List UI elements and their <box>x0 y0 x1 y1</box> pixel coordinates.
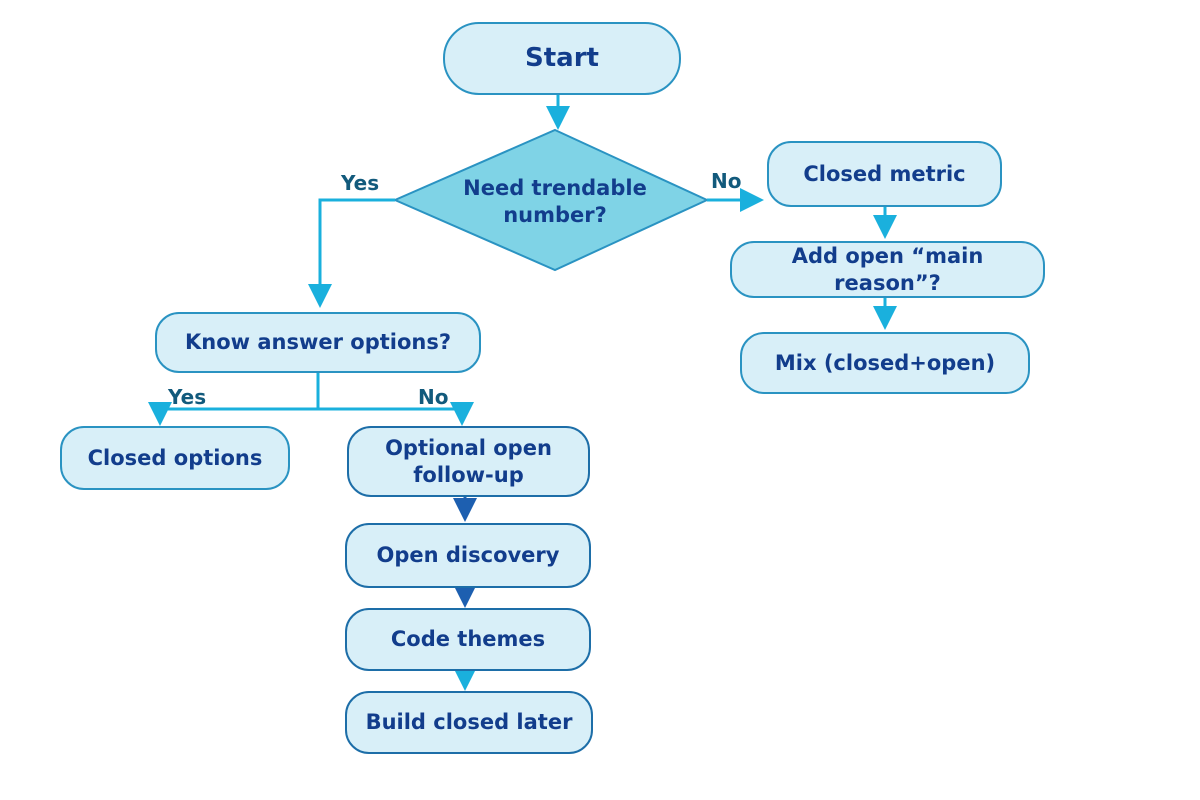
decision-trendable-label: Need trendable number? <box>463 176 647 227</box>
mix-node: Mix (closed+open) <box>740 332 1030 394</box>
closed-metric-node: Closed metric <box>767 141 1002 207</box>
arrow-options-yes <box>148 402 318 426</box>
build-closed-later-node: Build closed later <box>345 691 593 754</box>
decision-diamond-shape <box>392 128 710 272</box>
closed-options-node: Closed options <box>60 426 290 490</box>
edge-label-trendable-no: No <box>711 169 742 193</box>
optional-followup-node: Optional open follow-up <box>347 426 590 497</box>
start-node: Start <box>443 22 681 95</box>
code-themes-node: Code themes <box>345 608 591 671</box>
edge-label-trendable-yes: Yes <box>341 171 380 195</box>
edge-label-options-no: No <box>418 385 449 409</box>
know-options-node: Know answer options? <box>155 312 481 373</box>
arrow-options-no <box>318 402 474 426</box>
edge-label-options-yes: Yes <box>168 385 207 409</box>
arrow-decision-yes <box>308 198 395 308</box>
open-discovery-node: Open discovery <box>345 523 591 588</box>
add-main-reason-node: Add open “main reason”? <box>730 241 1045 298</box>
